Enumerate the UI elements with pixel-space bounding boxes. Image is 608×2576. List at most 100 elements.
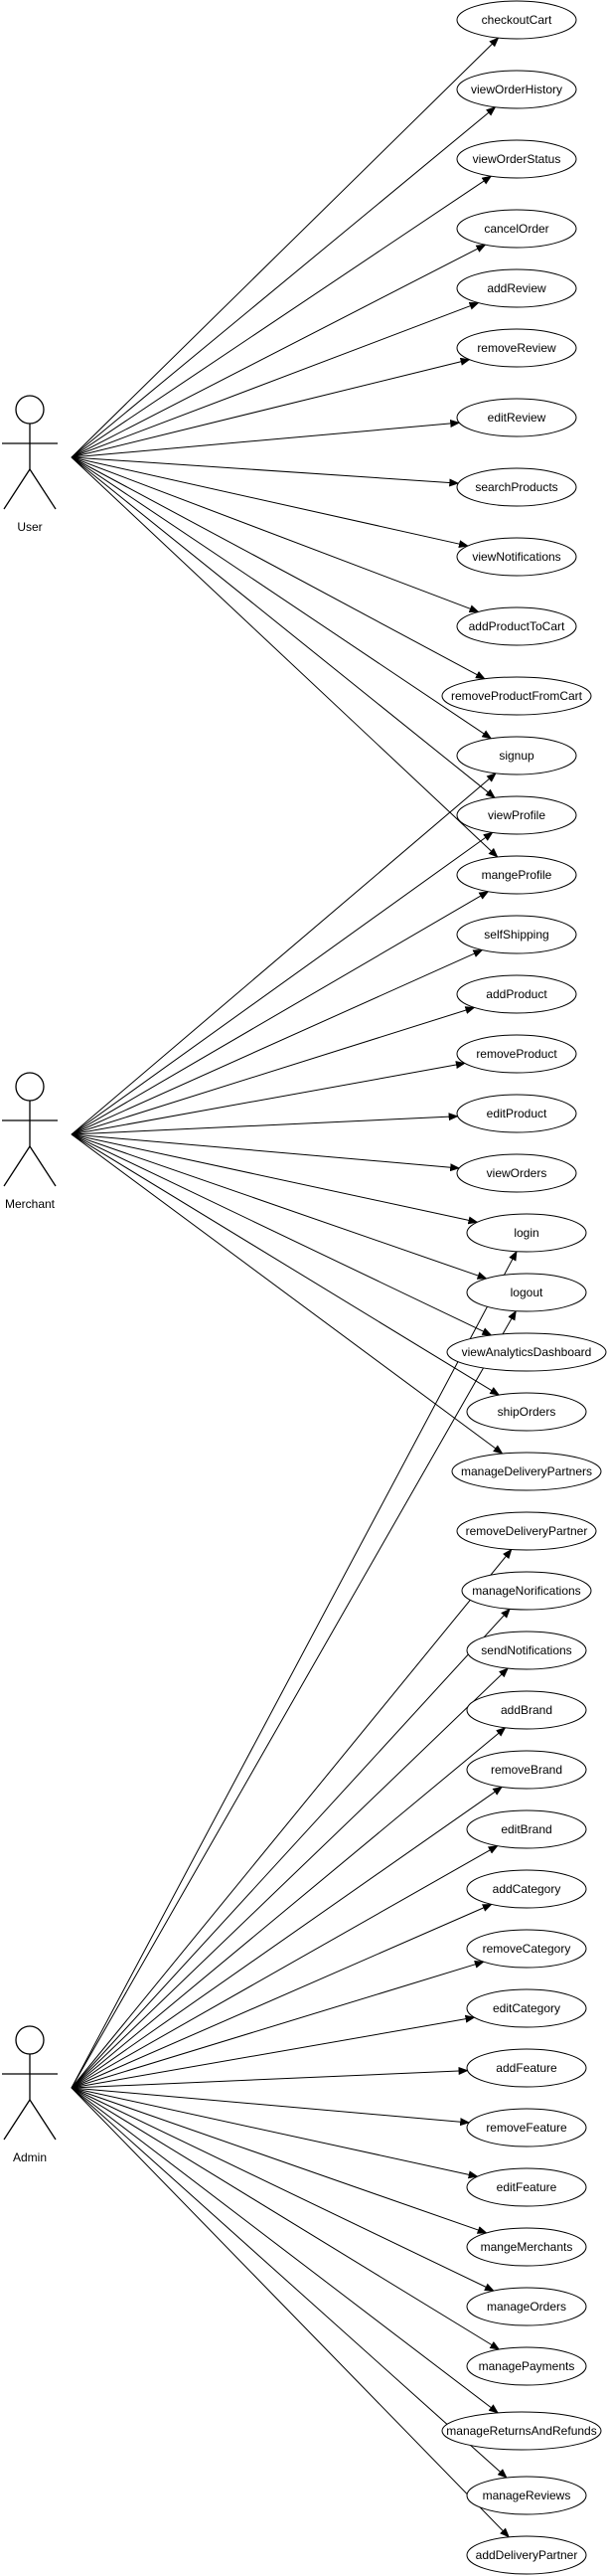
use-case-label: addProduct [486,987,547,1001]
use-case-edit-brand: editBrand [466,1809,587,1849]
use-case-ellipse [441,676,592,716]
association-admin-to-remove-brand [71,1786,504,2089]
use-case-ellipse [461,1571,592,1611]
use-case-label: sendNotifications [481,1643,571,1657]
association-user-to-remove-product-from-cart [71,456,486,680]
use-case-label: viewOrderHistory [471,83,562,96]
association-user-to-add-product-to-cart [71,456,480,612]
use-case-label: signup [499,749,534,763]
use-case-label: addProductToCart [469,619,565,633]
association-admin-to-manage-payments [71,2087,501,2350]
association-user-to-signup [71,456,493,740]
association-admin-to-login [71,1250,518,2089]
use-case-label: manageDeliveryPartners [461,1464,592,1478]
association-user-to-view-notifications [71,456,469,548]
use-case-ellipse [441,2411,602,2451]
association-merchant-to-add-product [71,1006,476,1135]
use-case-view-orders: viewOrders [456,1153,577,1193]
use-case-manage-returns-and-refunds: manageReturnsAndRefunds [441,2411,602,2451]
use-case-label: viewOrderStatus [473,152,561,166]
use-case-manage-orders: manageOrders [466,2287,587,2326]
actor-label: Merchant [5,1197,56,1211]
association-merchant-to-manage-delivery-partners [71,1133,504,1455]
use-case-view-profile: viewProfile [456,795,577,835]
actor-user: User [2,395,58,534]
associations [71,37,518,2538]
actor-left-leg [3,468,31,510]
use-case-add-delivery-partner: addDeliveryPartner [466,2535,587,2575]
use-case-ellipse [466,1988,587,2028]
use-case-remove-product-from-cart: removeProductFromCart [441,676,592,716]
association-admin-to-remove-delivery-partner [71,1548,513,2089]
use-case-label: manageNorifications [472,1584,580,1598]
use-case-add-feature: addFeature [466,2048,587,2088]
use-case-manage-payments: managePayments [466,2346,587,2386]
use-case-manage-reviews: manageReviews [466,2476,587,2515]
actor-left-leg [3,1145,31,1187]
use-case-ellipse [456,1034,577,1074]
use-case-self-shipping: selfShipping [456,915,577,954]
use-case-label: viewProfile [488,808,545,822]
association-admin-to-remove-category [71,1961,485,2089]
use-case-signup: signup [456,736,577,775]
use-case-ellipse [456,974,577,1014]
use-case-mange-profile: mangeProfile [456,855,577,895]
use-case-ellipse [466,1392,587,1432]
use-case-label: selfShipping [484,928,548,942]
association-admin-to-mange-merchants [71,2087,488,2234]
use-case-add-category: addCategory [466,1869,587,1909]
use-case-edit-feature: editFeature [466,2167,587,2207]
actor-left-leg [3,2099,31,2141]
use-cases: checkoutCart viewOrderHistory viewOrderSta… [441,0,607,2575]
use-case-ellipse [466,2476,587,2515]
use-case-label: removeCategory [483,1942,571,1956]
association-admin-to-edit-category [71,2014,476,2089]
use-case-label: mangeMerchants [481,2240,573,2254]
association-admin-to-manage-norifications [71,1608,511,2089]
use-case-label: addReview [487,281,546,295]
use-case-manage-norifications: manageNorifications [461,1571,592,1611]
use-case-remove-brand: removeBrand [466,1750,587,1790]
use-case-label: removeReview [477,341,556,355]
use-case-label: mangeProfile [482,868,552,882]
association-admin-to-add-brand [71,1727,507,2089]
use-case-edit-review: editReview [456,398,577,437]
actor-right-leg [29,2099,57,2141]
use-case-label: removeProductFromCart [451,689,583,703]
actor-right-leg [29,468,57,510]
use-case-edit-product: editProduct [456,1094,577,1133]
use-case-ellipse [456,268,577,308]
use-case-view-order-status: viewOrderStatus [456,139,577,179]
use-case-remove-review: removeReview [456,328,577,368]
association-merchant-to-login [71,1133,479,1225]
association-merchant-to-signup [71,773,497,1135]
use-case-add-product-to-cart: addProductToCart [456,606,577,646]
use-case-label: editBrand [501,1822,551,1836]
association-merchant-to-view-orders [71,1133,461,1172]
use-case-checkout-cart: checkoutCart [456,0,577,40]
use-case-label: removeBrand [491,1763,562,1777]
use-case-ellipse [466,1273,587,1312]
use-case-ellipse [456,915,577,954]
association-merchant-to-view-analytics-dashboard [71,1133,493,1336]
use-case-ellipse [466,2048,587,2088]
use-case-ellipse [456,1153,577,1193]
use-case-ellipse [466,2108,587,2147]
use-case-ship-orders: shipOrders [466,1392,587,1432]
association-user-to-view-order-status [71,175,493,458]
use-case-view-analytics-dashboard: viewAnalyticsDashboard [446,1332,607,1372]
use-case-ellipse [456,606,577,646]
use-case-label: shipOrders [498,1405,556,1419]
association-admin-to-manage-returns-and-refunds [71,2087,499,2414]
association-merchant-to-mange-profile [71,891,490,1135]
use-case-logout: logout [466,1273,587,1312]
use-case-ellipse [456,0,577,40]
use-case-ellipse [451,1452,602,1491]
use-case-ellipse [466,1750,587,1790]
association-merchant-to-logout [71,1133,488,1280]
use-case-label: viewOrders [487,1166,547,1180]
use-case-add-review: addReview [456,268,577,308]
association-user-to-checkout-cart [71,37,500,458]
